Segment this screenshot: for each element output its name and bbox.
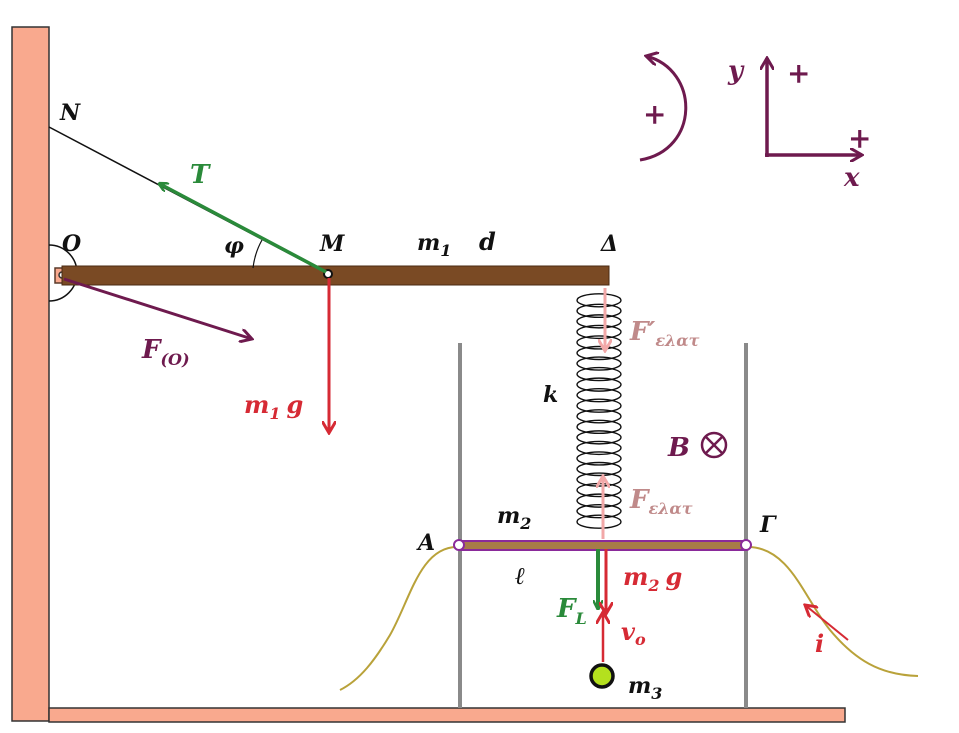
- wire-right: [747, 546, 919, 677]
- label-O: O: [62, 231, 81, 257]
- label-d: d: [479, 227, 496, 256]
- label-F-L: FL: [556, 594, 587, 628]
- field-into-page-icon: [700, 431, 728, 459]
- spring-coil: [576, 514, 622, 529]
- bar-m2: [459, 540, 747, 551]
- spring-coil: [576, 430, 622, 445]
- label-T: T: [190, 160, 211, 190]
- spring-coil: [576, 493, 622, 508]
- label-phi: φ: [224, 233, 244, 259]
- label-m3: m3: [628, 673, 662, 703]
- label-ell: ℓ: [515, 561, 525, 590]
- spring-coil: [576, 440, 622, 456]
- hinge-force-arrow: [63, 277, 252, 339]
- tension-arrow: [160, 184, 327, 274]
- ball-m3: [589, 663, 615, 689]
- spring-coil: [576, 324, 622, 340]
- contact-A: [453, 539, 465, 551]
- label-A: A: [416, 530, 435, 556]
- label-N: N: [59, 100, 81, 126]
- label-F-elast-prime: F′ελατ: [629, 317, 700, 350]
- spring-coil: [576, 419, 622, 435]
- label-M: M: [319, 231, 345, 257]
- spring-coil: [576, 293, 622, 308]
- angle-arc-phi: [252, 239, 263, 269]
- label-y: y: [727, 56, 745, 86]
- label-Gamma: Γ: [759, 512, 777, 538]
- label-y-plus: +: [787, 57, 810, 90]
- label-F-O: F(O): [141, 335, 190, 369]
- label-F-elast: Fελατ: [629, 485, 693, 518]
- spring-coil: [576, 387, 622, 403]
- rod: [61, 265, 610, 286]
- spring-coil: [576, 409, 622, 424]
- rotation-arrow-icon: [639, 56, 688, 162]
- spring: [576, 293, 622, 529]
- spring-coil: [576, 303, 622, 319]
- label-rotation-plus: +: [643, 98, 666, 131]
- label-Delta: Δ: [600, 231, 618, 257]
- label-x: x: [843, 163, 860, 193]
- spring-coil: [576, 314, 622, 329]
- contact-Gamma: [740, 539, 752, 551]
- spring-coil: [576, 377, 622, 392]
- label-m1: m1: [417, 230, 451, 260]
- floor: [48, 707, 846, 723]
- spring-coil: [576, 451, 622, 466]
- spring-coil: [576, 503, 622, 519]
- label-x-plus: +: [848, 122, 871, 155]
- spring-coil: [576, 356, 622, 371]
- label-v0: vo: [621, 617, 646, 649]
- label-i: i: [815, 629, 824, 658]
- spring-coil: [576, 398, 622, 413]
- wall: [11, 26, 50, 722]
- spring-coil: [576, 366, 622, 382]
- label-B: B: [667, 433, 690, 463]
- field-cross-2: [705, 436, 723, 454]
- wire-left: [339, 546, 458, 691]
- current-arrow: [805, 605, 849, 641]
- label-m2: m2: [497, 503, 531, 533]
- label-k: k: [543, 382, 558, 408]
